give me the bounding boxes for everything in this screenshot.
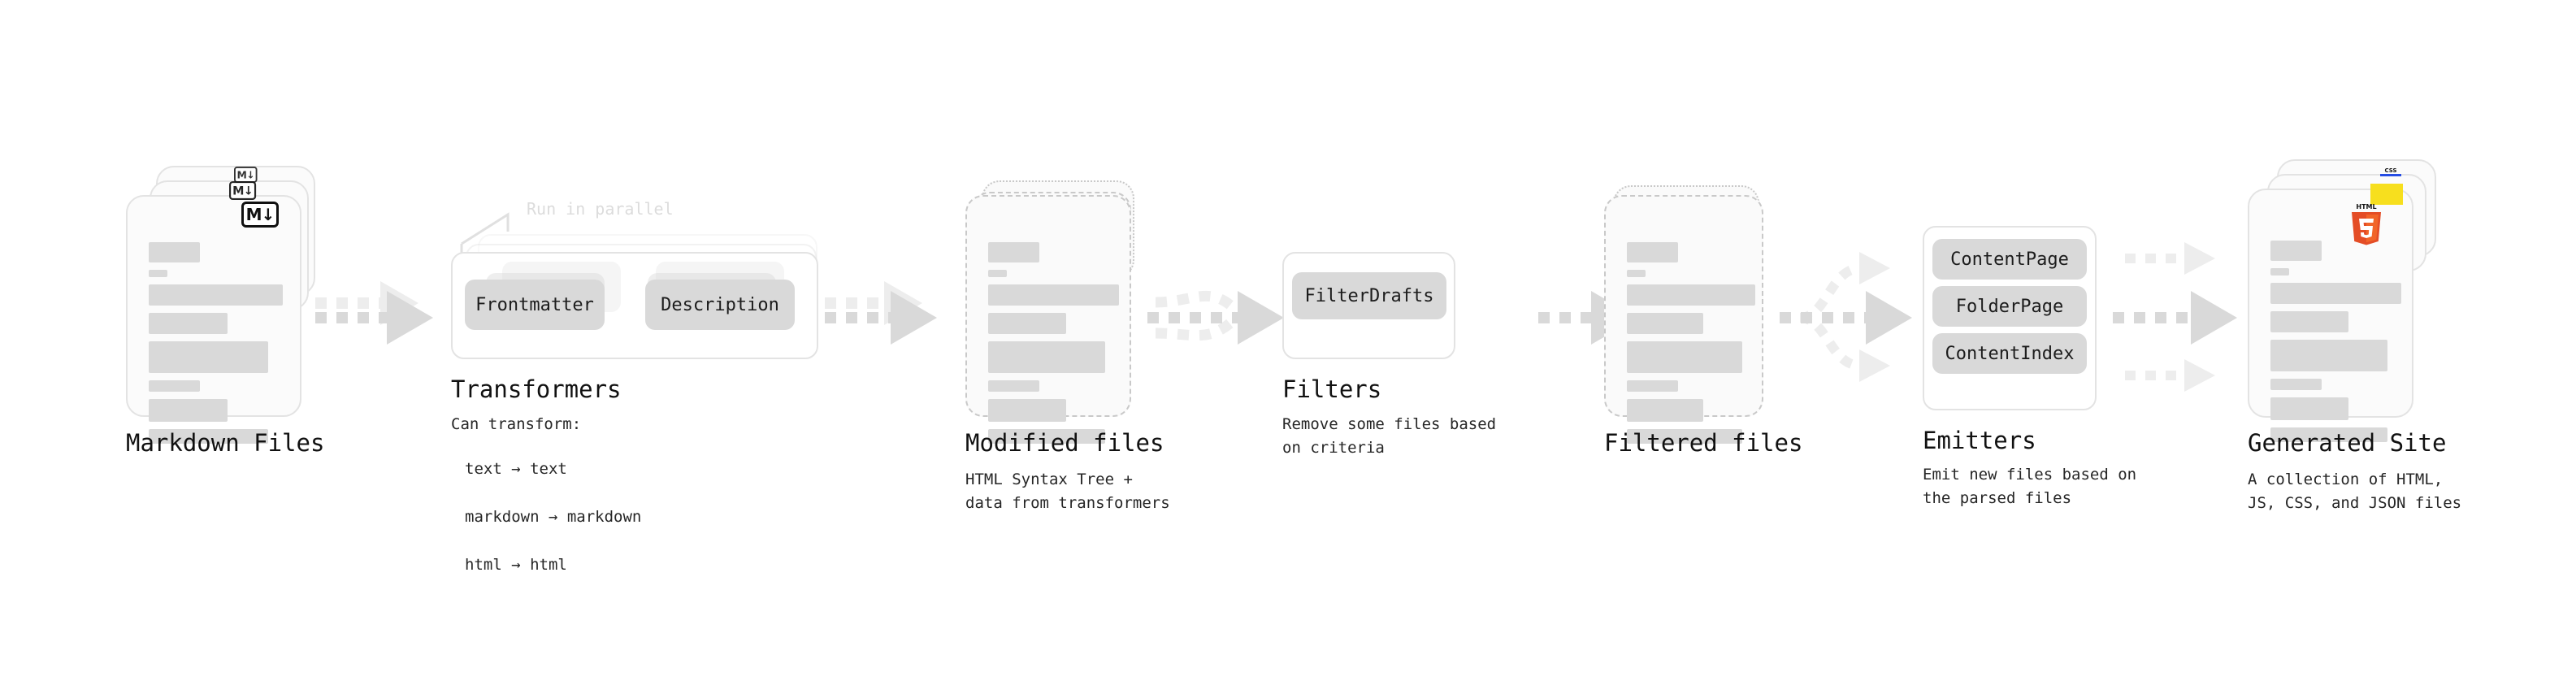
skeleton-bar	[1627, 429, 1742, 444]
arrow-emitters-to-site	[2113, 242, 2237, 392]
skeleton-bar	[988, 313, 1066, 334]
skeleton-bar	[149, 313, 228, 334]
js-icon	[2370, 184, 2403, 205]
transformers-list: text → text markdown → markdown html → h…	[465, 434, 641, 601]
skeleton-bar	[1627, 270, 1646, 277]
skeleton-bar	[149, 341, 268, 373]
stage-title-emitters: Emitters	[1923, 427, 2036, 454]
chip-contentindex[interactable]: ContentIndex	[1932, 333, 2087, 374]
skeleton-bar	[2270, 311, 2348, 332]
run-in-parallel-label: Run in parallel	[527, 199, 674, 219]
stage-title-site: Generated Site	[2248, 429, 2447, 457]
chip-contentpage[interactable]: ContentPage	[1932, 239, 2087, 280]
transformers-caption: Can transform:	[451, 415, 582, 433]
skeleton-bar	[2270, 268, 2289, 275]
skeleton-bar	[2270, 340, 2387, 371]
list-item: markdown → markdown	[465, 508, 642, 527]
skeleton-bar	[988, 242, 1039, 262]
svg-text:CSS: CSS	[2384, 167, 2396, 174]
markdown-icon: M↓	[229, 181, 257, 201]
markdown-icon: M↓	[234, 167, 258, 183]
chip-frontmatter[interactable]: Frontmatter	[465, 280, 605, 330]
svg-text:HTML: HTML	[2356, 203, 2376, 210]
stage-title-filtered: Filtered files	[1604, 429, 1803, 457]
html5-icon: HTML	[2348, 202, 2384, 245]
skeleton-bar	[2270, 283, 2401, 304]
stage-title-filters: Filters	[1282, 375, 1382, 403]
stage-title-markdown: Markdown Files	[126, 429, 325, 457]
skeleton-bar	[988, 284, 1119, 306]
skeleton-bar	[2270, 241, 2322, 261]
list-item: html → html	[465, 556, 567, 575]
skeleton-bar	[988, 380, 1039, 392]
site-caption: A collection of HTML, JS, CSS, and JSON …	[2248, 471, 2462, 513]
skeleton-bar	[149, 284, 283, 306]
skeleton-bar	[1627, 341, 1742, 373]
stage-title-transformers: Transformers	[451, 375, 622, 403]
modified-caption: HTML Syntax Tree + data from transformer…	[965, 471, 1170, 513]
skeleton-bar	[2270, 427, 2387, 442]
skeleton-bar	[1627, 313, 1703, 334]
list-item: text → text	[465, 460, 567, 479]
skeleton-bar	[149, 429, 268, 444]
skeleton-bar	[1627, 399, 1703, 422]
skeleton-bar	[149, 399, 228, 422]
arrow-transformers-to-modified	[825, 281, 937, 345]
skeleton-bar	[1627, 284, 1755, 306]
skeleton-bar	[988, 341, 1105, 373]
modified-card-front	[965, 195, 1131, 444]
arrow-filtered-to-emitters	[1780, 252, 1912, 382]
css-icon: CSS	[2377, 166, 2405, 179]
arrow-markdown-to-transformers	[315, 281, 433, 345]
skeleton-bar	[1627, 242, 1678, 262]
site-card-front	[2248, 189, 2413, 442]
emitters-caption: Emit new files based on the parsed files	[1923, 466, 2137, 508]
markdown-card-front	[126, 195, 301, 444]
skeleton-bar	[2270, 397, 2348, 420]
skeleton-bar	[988, 270, 1007, 277]
markdown-icon: M↓	[241, 202, 279, 228]
skeleton-bar	[149, 380, 200, 392]
filters-caption: Remove some files based on criteria	[1282, 415, 1497, 458]
skeleton-bar	[1627, 380, 1678, 392]
skeleton-bar	[988, 429, 1105, 444]
skeleton-bar	[988, 399, 1066, 422]
skeleton-bar	[149, 270, 167, 277]
stage-title-modified: Modified files	[965, 429, 1164, 457]
skeleton-bar	[149, 242, 200, 262]
chip-filterdrafts[interactable]: FilterDrafts	[1292, 272, 1446, 319]
chip-folderpage[interactable]: FolderPage	[1932, 286, 2087, 327]
arrow-modified-to-filters	[1147, 290, 1284, 345]
chip-description[interactable]: Description	[645, 280, 795, 330]
filtered-card-front	[1604, 195, 1763, 444]
skeleton-bar	[2270, 379, 2322, 390]
